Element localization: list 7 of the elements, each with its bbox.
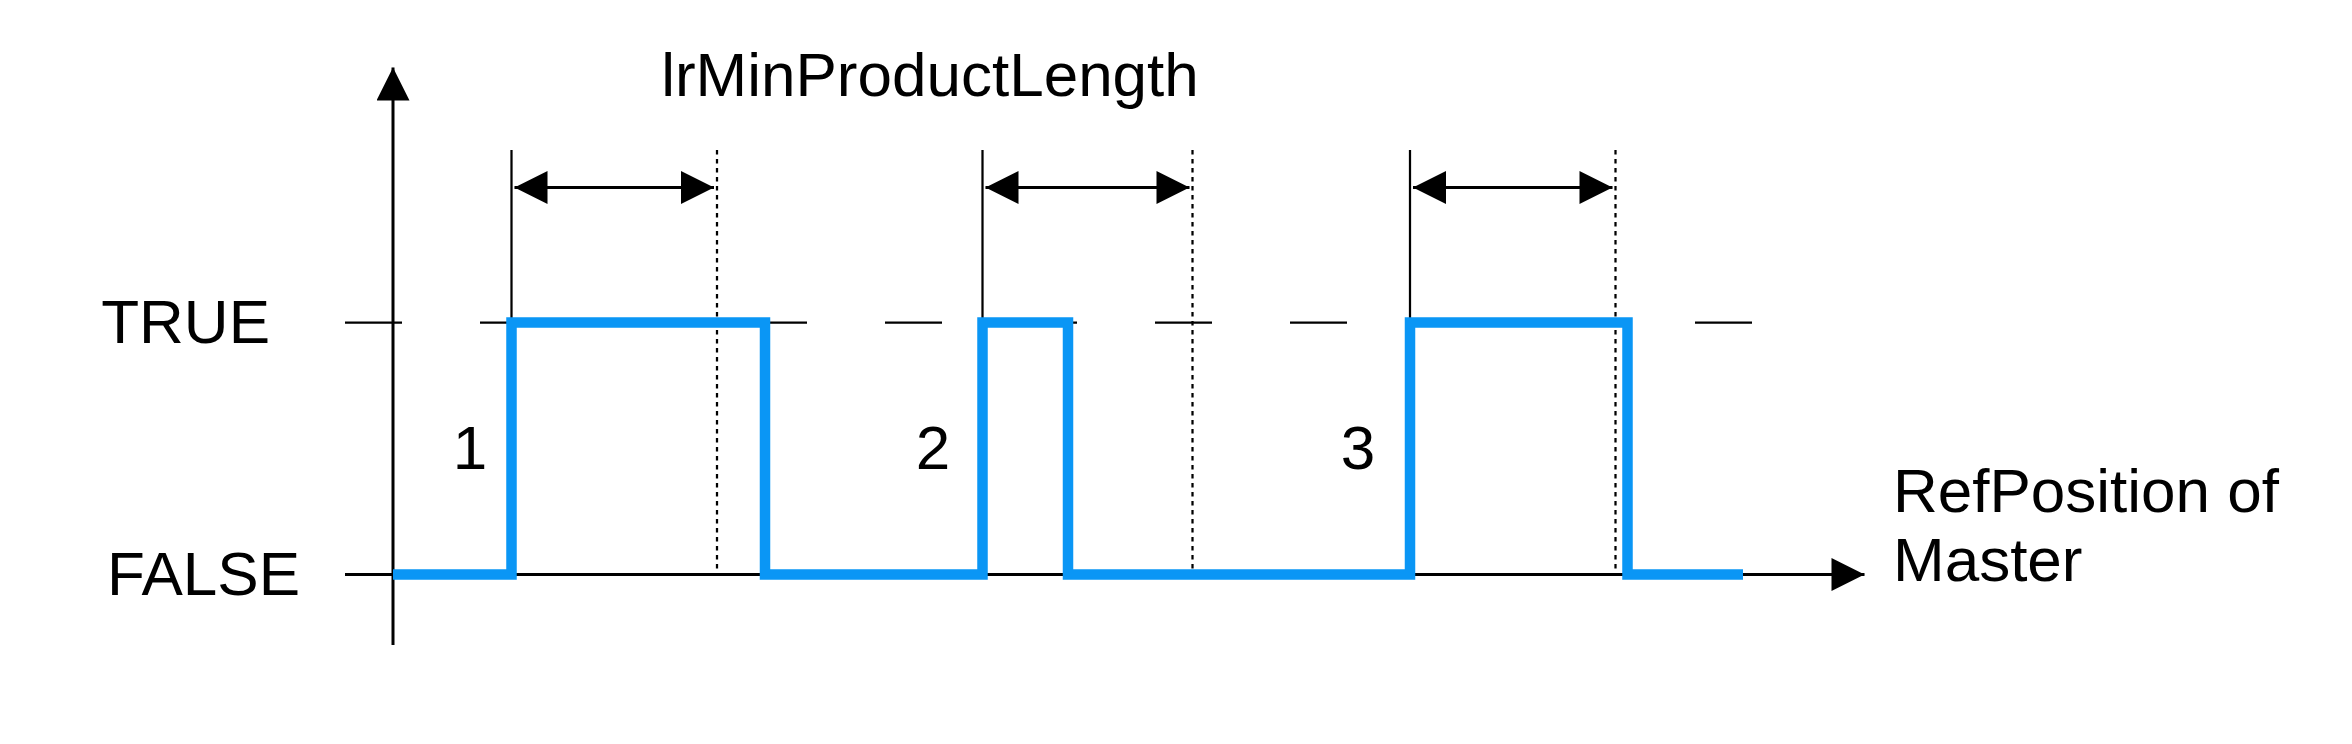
callout-number: 2: [915, 413, 951, 483]
axis-label: RefPosition of Master: [1893, 455, 2280, 595]
state-label: FALSE: [107, 539, 300, 609]
callout-number: 3: [1340, 413, 1376, 483]
state-label: TRUE: [101, 287, 270, 357]
dimension-label: lrMinProductLength: [661, 40, 1199, 110]
callout-number: 1: [452, 413, 488, 483]
